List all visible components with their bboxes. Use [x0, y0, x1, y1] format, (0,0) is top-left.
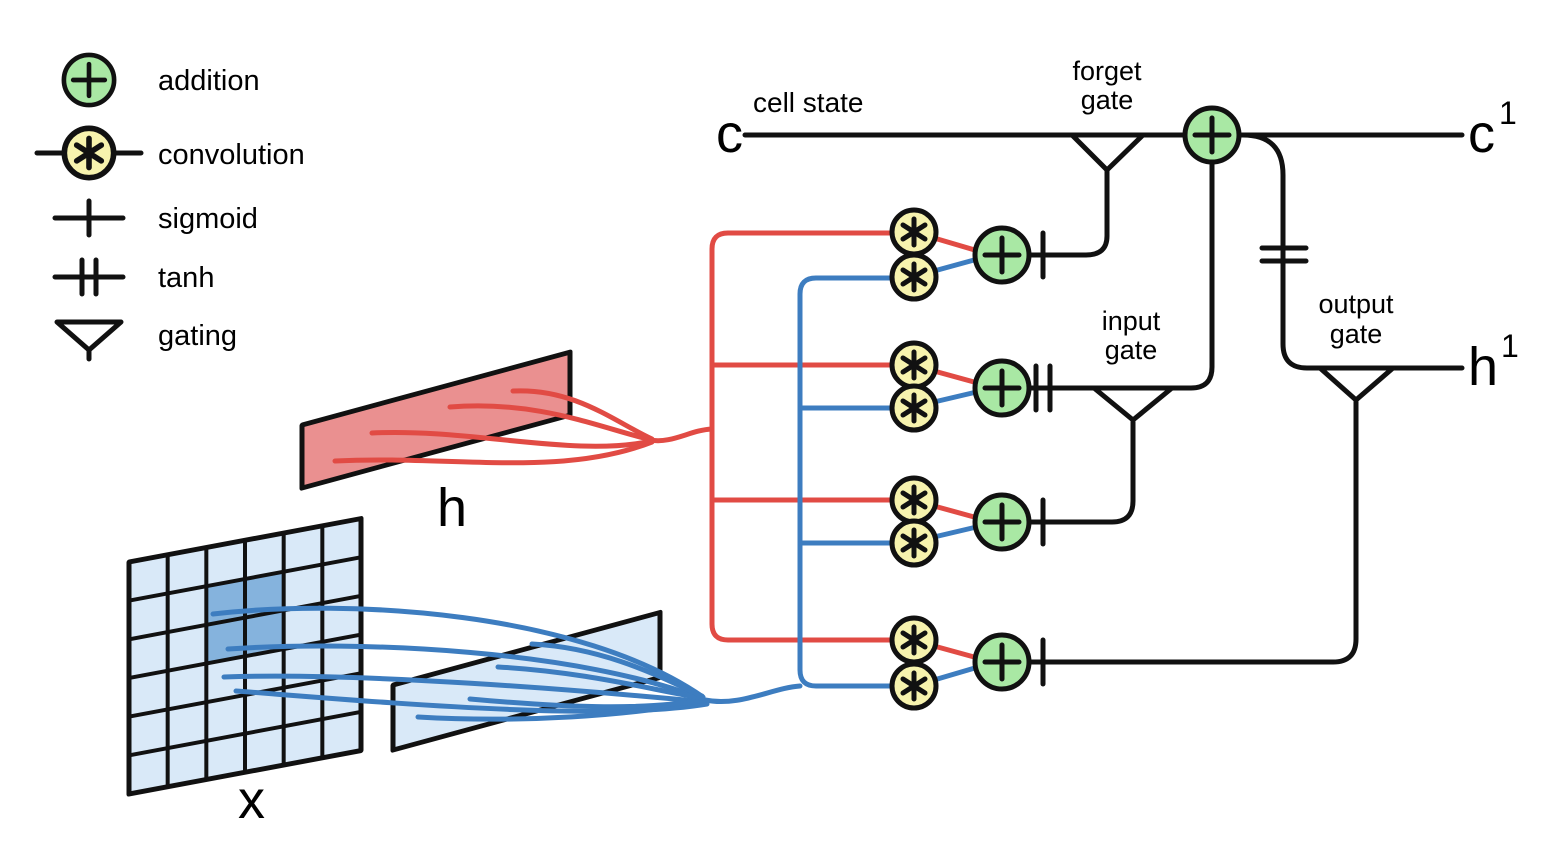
input-gate-branch-wire [1027, 419, 1136, 525]
forget-gate-label: forget [1072, 56, 1142, 86]
diagram-labels: c cell state forget gate input gate outp… [238, 56, 1519, 830]
input-bus [797, 275, 917, 689]
convolution-icon [892, 343, 936, 387]
cell-state-label: cell state [753, 87, 864, 118]
output-gate-label: output [1318, 289, 1394, 319]
hidden-output-superscript: 1 [1501, 328, 1519, 364]
x-feature-curve [225, 643, 708, 703]
branch-nodes [892, 108, 1239, 708]
forget-gate-label: gate [1081, 85, 1134, 115]
forget-gate-icon [1069, 132, 1146, 173]
legend-label: sigmoid [158, 203, 258, 235]
convolution-icon [892, 386, 936, 430]
convolution-icon [892, 521, 936, 565]
hidden-output-label: h [1468, 337, 1498, 397]
x-grid-rows [129, 555, 361, 758]
x-feature-curve [221, 673, 709, 705]
legend-label: convolution [158, 139, 305, 171]
cell-input-label: c [716, 104, 743, 164]
convolution-icon [64, 128, 113, 177]
legend: addition convolution sigmoid tanh gating [34, 55, 305, 362]
addition-icon [975, 635, 1029, 689]
convolution-icon [892, 255, 936, 299]
addition-icon [64, 55, 114, 105]
forget-branch-wire [1027, 167, 1110, 258]
tanh-icon [1259, 245, 1309, 264]
x-input-label: x [238, 770, 265, 830]
input-path-wires [210, 254, 988, 722]
x-vector-curve [529, 641, 705, 699]
addition-icon [975, 495, 1029, 549]
input-gate-icon [1091, 385, 1175, 423]
addition-icon [975, 228, 1029, 282]
tanh-icon [1033, 363, 1053, 413]
cell-output-superscript: 1 [1499, 95, 1517, 131]
convolution-icon [892, 664, 936, 708]
convolution-icon [892, 210, 936, 254]
hidden-state-slab [299, 349, 573, 491]
cell-output-label: c [1468, 104, 1495, 164]
x-merged-wire [702, 683, 803, 704]
h-feature-curve [447, 403, 655, 443]
addition-icon [1185, 108, 1239, 162]
x-feature-curve [210, 605, 706, 700]
legend-label: addition [158, 65, 260, 97]
candidate-branch-wire [1027, 159, 1215, 391]
hidden-path-wires [332, 230, 988, 663]
input-feature-map [126, 516, 364, 797]
convolution-icon [892, 618, 936, 662]
x-vector-curve [467, 696, 707, 710]
hidden-bus [709, 230, 917, 643]
sigmoid-icon [52, 198, 126, 238]
input-gate-label: input [1102, 306, 1161, 336]
x-vector-curve [495, 664, 706, 701]
h-feature-curve [369, 429, 655, 449]
output-gate-label: gate [1330, 319, 1383, 349]
output-gate-icon [1317, 365, 1396, 403]
input-gate-label: gate [1105, 335, 1158, 365]
gating-icon [54, 319, 124, 362]
legend-label: tanh [158, 262, 214, 294]
output-gate-branch-wire [1027, 399, 1359, 665]
h-feature-curve [510, 388, 655, 442]
convolution-icon [892, 478, 936, 522]
tanh-icon [52, 257, 126, 297]
legend-label: gating [158, 320, 237, 352]
addition-icon [975, 361, 1029, 415]
hidden-input-label: h [437, 478, 467, 538]
h-merged-wire [647, 426, 715, 444]
h-feature-curve [332, 439, 655, 466]
